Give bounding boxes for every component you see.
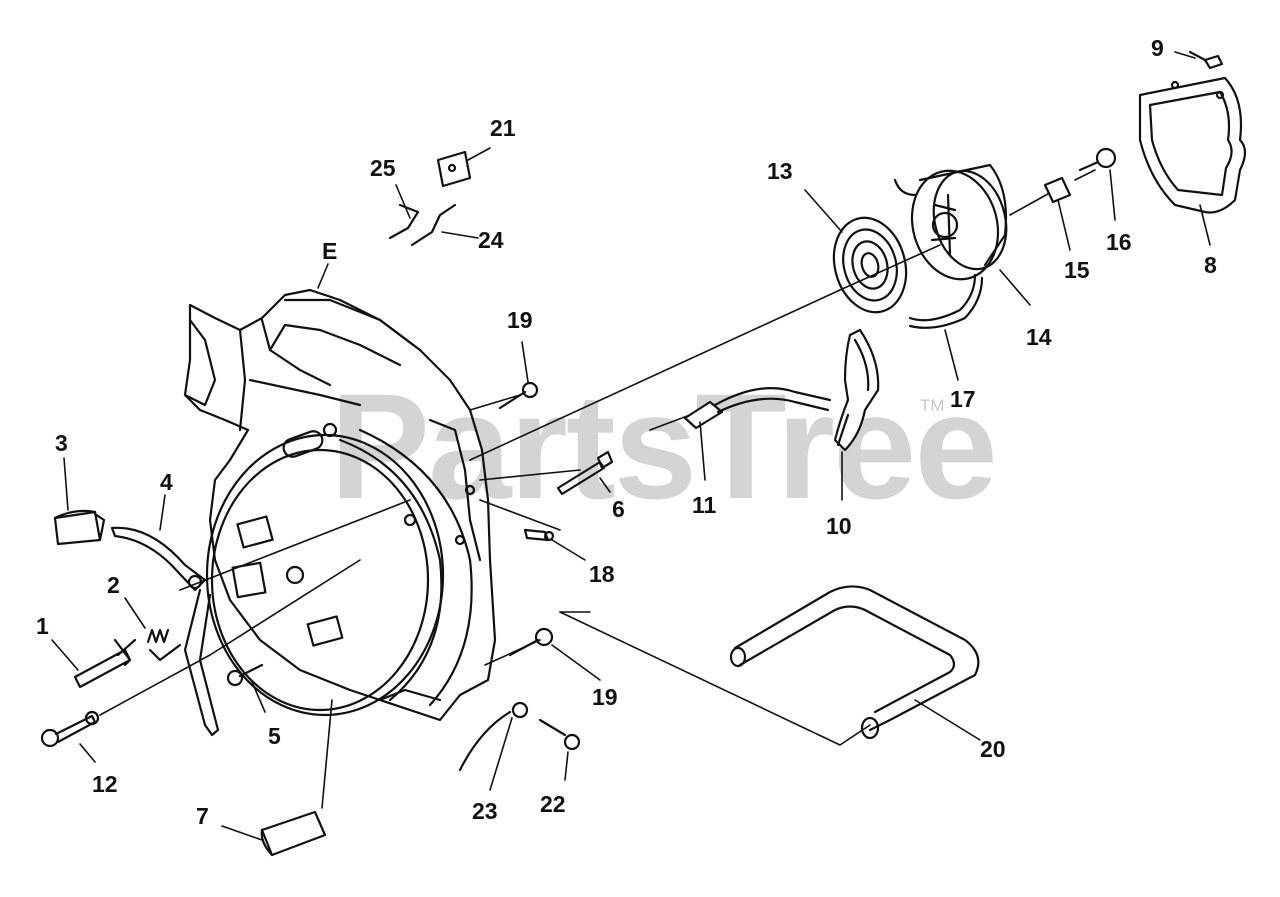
callout-24: 24 [478,227,504,253]
part-7-pad [260,810,327,857]
callout-4: 4 [160,469,173,495]
callout-13: 13 [767,158,793,184]
part-1-bolt [73,638,137,689]
callout-5: 5 [268,723,281,749]
watermark-brand: PartsTree [330,362,998,530]
callout-19-top: 19 [507,307,533,333]
part-23-cable [458,701,529,772]
part-6-bolt [556,450,614,496]
part-18-bolt [523,528,555,542]
callout-14: 14 [1026,324,1052,350]
callout-22: 22 [540,791,566,817]
callout-25: 25 [370,155,396,181]
callout-10: 10 [826,513,852,539]
part-11-rope [683,387,832,430]
callout-19-bottom: 19 [592,684,618,710]
watermark-trademark: TM [920,396,945,415]
callout-11: 11 [692,492,717,518]
part-14-pulley [893,163,1008,281]
part-10-handle [833,328,880,452]
part-4-lever [110,526,220,737]
part-8-gasket [1138,76,1247,214]
part-17-rope [908,273,984,329]
callout-23: 23 [472,798,498,824]
part-12-pin [40,710,100,748]
callout-E: E [322,238,338,264]
callout-20: 20 [980,736,1006,762]
callout-17: 17 [950,386,976,412]
part-2-spring [146,628,182,662]
part-22-screw [538,718,581,751]
callout-18: 18 [589,561,615,587]
leader-lines [51,51,1211,841]
callout-1: 1 [36,613,49,639]
part-9-screw [1188,50,1224,70]
callout-2: 2 [107,572,120,598]
part-24-25-clips [388,203,457,247]
callout-7: 7 [196,803,209,829]
callout-8: 8 [1204,252,1217,278]
callout-12: 12 [92,771,118,797]
callout-9: 9 [1151,35,1164,61]
blower-housing [183,288,497,722]
callout-15: 15 [1064,257,1090,283]
part-21-clip [436,150,472,188]
part-20-tube [729,585,980,740]
part-13-spring [832,216,908,314]
part-16-bolt [1078,147,1117,172]
part-19-screws [498,381,554,657]
callout-6: 6 [612,496,625,522]
part-3-knob [53,509,106,546]
callout-21: 21 [490,115,516,141]
part-5-screw [226,663,264,687]
callout-3: 3 [55,430,68,456]
callout-16: 16 [1106,229,1132,255]
part-15-nut [1043,176,1072,204]
